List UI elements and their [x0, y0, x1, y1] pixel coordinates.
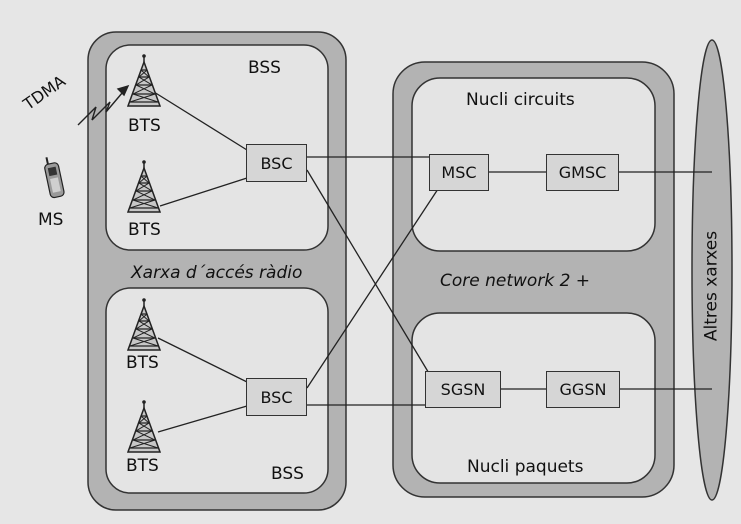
packet-core-label: Nucli paquets	[467, 457, 584, 477]
bsc-bottom-box: BSC	[246, 378, 307, 416]
gmsc-box: GMSC	[546, 154, 619, 191]
core-network-label: Core network 2 +	[440, 271, 591, 291]
circuit-core-label: Nucli circuits	[466, 90, 575, 110]
link-bts1-bsc-top	[153, 91, 248, 151]
external-networks-ellipse	[691, 39, 733, 501]
access-network-label: Xarxa d´accés ràdio	[131, 263, 303, 283]
link-bts2-bsc-top	[159, 177, 248, 207]
bts-bottom-2-label: BTS	[126, 456, 159, 476]
msc-box: MSC	[429, 154, 489, 191]
ggsn-box: GGSN	[546, 371, 620, 408]
bss-bottom-label: BSS	[271, 464, 304, 484]
bsc-top-box: BSC	[246, 144, 307, 182]
mobile-phone-icon	[44, 157, 65, 199]
packet-core-panel	[411, 312, 656, 484]
bss-top-label: BSS	[248, 58, 281, 78]
radio-link-zigzag	[77, 84, 130, 126]
ms-label: MS	[38, 210, 64, 230]
link-bts1-bsc-bottom	[157, 337, 248, 383]
circuit-core-panel	[411, 77, 656, 252]
bts-top-2-label: BTS	[128, 220, 161, 240]
link-bts2-bsc-bottom	[157, 405, 248, 433]
bts-top-1-label: BTS	[128, 116, 161, 136]
bts-bottom-1-label: BTS	[126, 353, 159, 373]
sgsn-box: SGSN	[425, 371, 501, 408]
link-bsc-bottom-msc	[306, 188, 439, 389]
link-bsc-top-sgsn	[306, 169, 431, 376]
external-networks-label: Altres xarxes	[701, 230, 722, 342]
